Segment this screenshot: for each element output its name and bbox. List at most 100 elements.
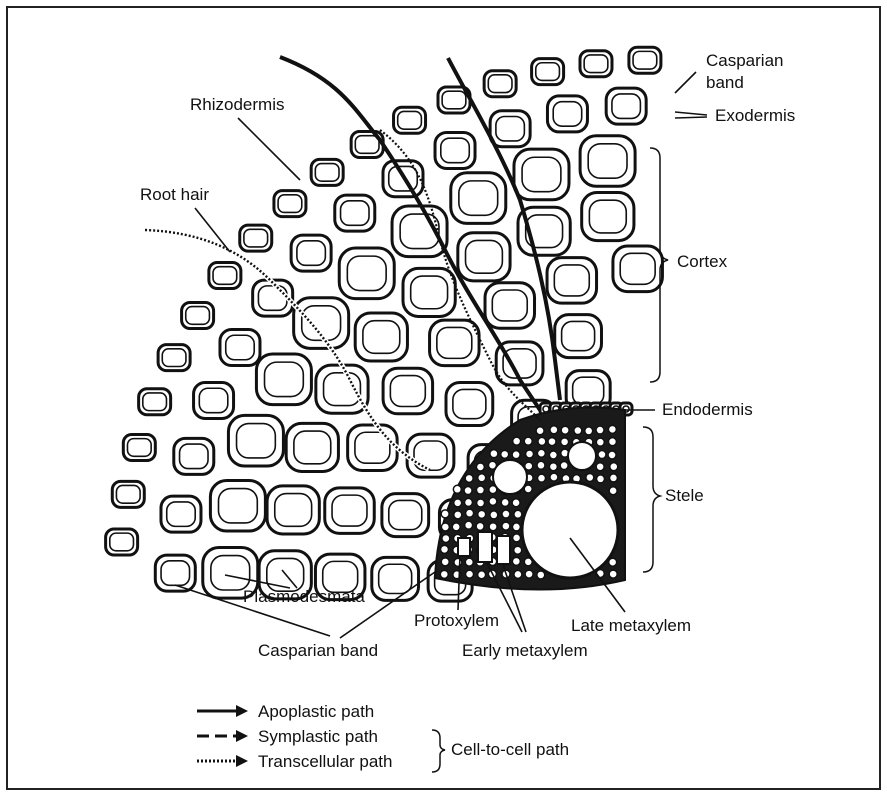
stele-label: Stele — [665, 486, 704, 505]
cortex-cell-protoplast — [363, 321, 400, 354]
stele-cell — [476, 463, 484, 471]
stele-cell — [610, 463, 618, 471]
metaxylem-vessel — [493, 460, 527, 494]
stele-cell — [454, 499, 462, 507]
stele-cell — [538, 474, 546, 482]
stele-cell — [466, 570, 474, 578]
rhizodermis-cell-protoplast — [488, 75, 512, 93]
cortex-cell-protoplast — [459, 181, 498, 215]
exodermis-cell-protoplast — [161, 561, 189, 585]
cortex-cell-protoplast — [492, 290, 527, 321]
metaxylem-vessel — [568, 442, 596, 470]
stele-cell — [548, 438, 556, 446]
cortex-cell-protoplast — [211, 556, 250, 590]
stele-cell — [560, 462, 568, 470]
stele-cell — [597, 475, 605, 483]
rhizodermis-cell-protoplast — [633, 51, 657, 69]
exodermis-cell-protoplast — [226, 335, 254, 359]
stele-cell — [537, 449, 545, 457]
casparian-band-label-line2: band — [706, 73, 744, 92]
early-metaxylem-label: Early metaxylem — [462, 641, 588, 660]
exodermis-cell-protoplast — [167, 502, 195, 526]
rhizodermis-cell-protoplast — [186, 307, 210, 325]
stele-cell — [476, 486, 484, 494]
stele-cell — [561, 426, 569, 434]
late-metaxylem-vessel — [522, 482, 618, 578]
stele-cell — [452, 523, 460, 531]
stele-cell — [501, 498, 509, 506]
stele-cell — [465, 521, 473, 529]
stele-cell — [477, 499, 485, 507]
stele-cell — [585, 427, 593, 435]
stele-cell — [489, 523, 497, 531]
cortex-cell-protoplast — [347, 256, 386, 290]
stele-cell — [454, 511, 462, 519]
cortex-cell-protoplast — [573, 377, 604, 405]
cortex-cell-protoplast — [562, 321, 595, 350]
late-metaxylem-label: Late metaxylem — [571, 616, 691, 635]
stele-cell — [512, 523, 520, 531]
stele-cell — [513, 534, 521, 542]
cortex-cell-protoplast — [554, 265, 589, 296]
stele-cell — [514, 570, 522, 578]
exodermis-cell-protoplast — [496, 116, 524, 140]
stele-cell — [609, 487, 617, 495]
early-metaxylem-vessel — [497, 536, 510, 564]
exodermis-cell-protoplast — [553, 102, 581, 126]
cortex-cell-protoplast — [294, 431, 331, 464]
stele-cell — [526, 450, 534, 458]
stele-cell — [512, 499, 520, 507]
stele-cell — [464, 498, 472, 506]
cortex-cell-protoplast — [620, 253, 655, 284]
casparian-band-bottom-label: Casparian band — [258, 641, 378, 660]
stele-cell — [489, 497, 497, 505]
cortex-cell-protoplast — [237, 424, 276, 458]
cortex-cell-protoplast — [466, 240, 503, 273]
stele-cell — [490, 450, 498, 458]
stele-cell — [608, 438, 616, 446]
rhizodermis-cell-protoplast — [162, 349, 186, 367]
stele-cell — [514, 546, 522, 554]
casparian-band-label-line1: Casparian — [706, 51, 784, 70]
rhizodermis-cell-protoplast — [110, 533, 134, 551]
stele-cell — [476, 522, 484, 530]
rhizodermis-cell-protoplast — [213, 267, 237, 285]
legend-label-transcellular: Transcellular path — [258, 752, 393, 771]
exodermis-cell-protoplast — [180, 444, 208, 468]
stele-cell — [524, 437, 532, 445]
cortex-cell-protoplast — [332, 495, 367, 526]
legend-group-label: Cell-to-cell path — [451, 740, 569, 759]
stele-cell — [596, 426, 604, 434]
exodermis-cell-protoplast — [341, 201, 369, 225]
stele-cell — [441, 523, 449, 531]
stele-cell — [502, 522, 510, 530]
stele-cell — [453, 485, 461, 493]
stele-cell — [596, 438, 604, 446]
stele-cell — [550, 473, 558, 481]
rhizodermis-cell-protoplast — [315, 164, 339, 182]
stele-cell — [536, 427, 544, 435]
cortex-cell-protoplast — [503, 349, 536, 378]
stele-cell — [512, 557, 520, 565]
cortex-label: Cortex — [677, 252, 728, 271]
stele-cell — [596, 463, 604, 471]
early-metaxylem-vessel — [478, 532, 492, 562]
stele-cell — [465, 558, 473, 566]
cortex-cell-protoplast — [275, 494, 312, 527]
rhizodermis-cell-protoplast — [442, 91, 466, 109]
rhizodermis-cell-protoplast — [584, 55, 608, 73]
stele-cell — [608, 451, 616, 459]
stele-cell — [525, 570, 533, 578]
stele-cell — [441, 558, 449, 566]
stele-cell — [609, 558, 617, 566]
cortex-cell-protoplast — [588, 144, 627, 178]
stele-cell — [538, 437, 546, 445]
stele-cell — [440, 545, 448, 553]
stele-cell — [442, 534, 450, 542]
stele-cell — [465, 474, 473, 482]
cortex-cell-protoplast — [453, 389, 486, 418]
cortex-cell-protoplast — [522, 157, 561, 191]
rhizodermis-cell-protoplast — [127, 439, 151, 457]
exodermis-cell-protoplast — [297, 241, 325, 265]
rhizodermis-cell-protoplast — [398, 111, 422, 129]
